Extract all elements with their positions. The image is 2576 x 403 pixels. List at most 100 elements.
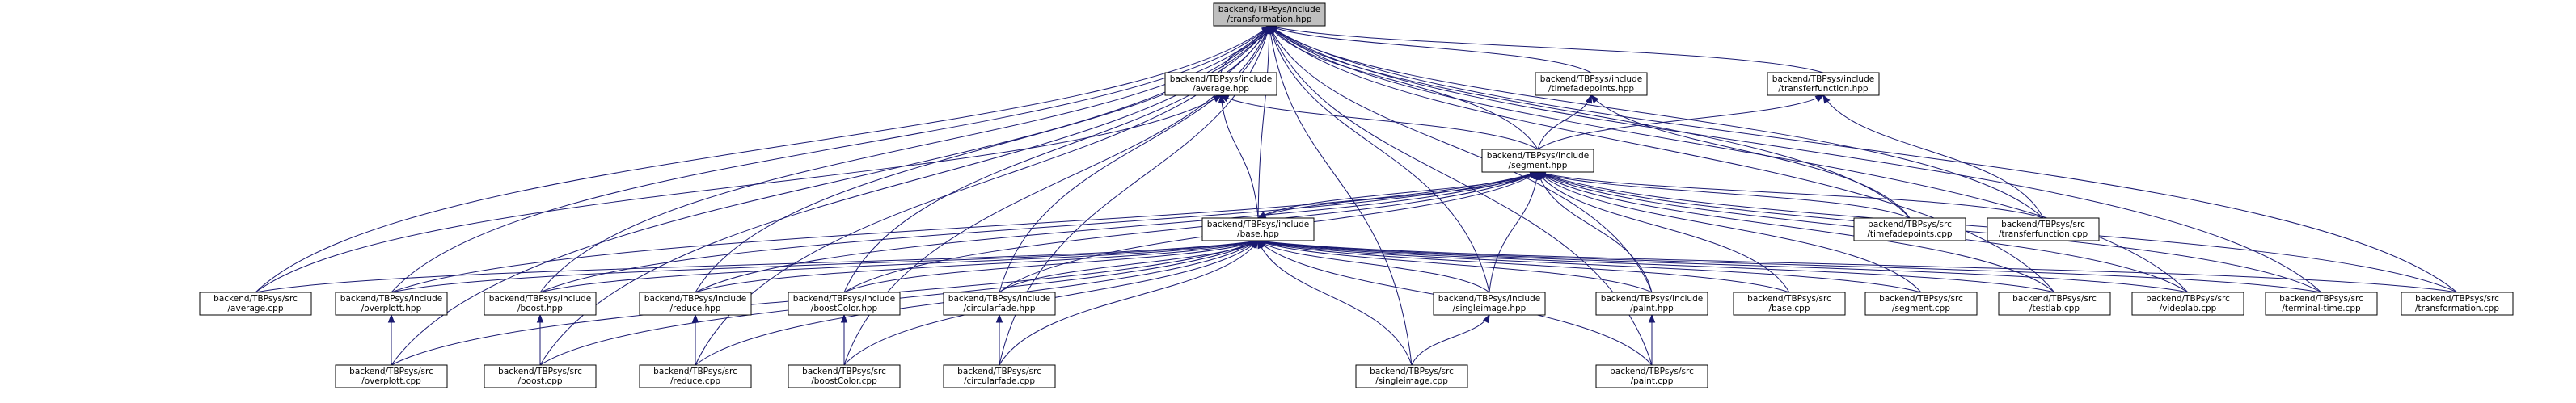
edge-line [1269,25,1653,293]
node-path-label: backend/TBPsys/include [1601,294,1703,304]
edge-line [1822,94,2044,219]
node-path-label: backend/TBPsys/include [1218,5,1320,15]
node-path-label: backend/TBPsys/src [1879,294,1963,304]
edge-line [1257,240,2055,293]
node-file-label: /circularfade.cpp [964,376,1035,386]
edge-reduce_hpp-to-reduce_cpp [691,313,699,365]
node-boostColor-cpp[interactable]: backend/TBPsys/src/boostColor.cpp [788,364,901,388]
node-path-label: backend/TBPsys/src [802,367,886,376]
edge-boostColor_hpp-to-boostColor_cpp [840,313,848,365]
node-file-label: /transformation.hpp [1227,15,1312,24]
node-overplott-hpp[interactable]: backend/TBPsys/include/overplott.hpp [335,292,448,316]
arrowhead [995,313,1003,323]
edge-transformation_hpp-to-boost_hpp [539,24,1270,293]
edge-line [1257,240,1653,293]
edge-line [1489,171,1539,293]
node-transferfunction-cpp[interactable]: backend/TBPsys/src/transferfunction.cpp [1987,217,2100,241]
edge-line [1537,171,1653,293]
node-path-label: backend/TBPsys/src [2012,294,2097,304]
node-paint-cpp[interactable]: backend/TBPsys/src/paint.cpp [1595,364,1708,388]
node-timefadepoints-cpp[interactable]: backend/TBPsys/src/timefadepoints.cpp [1853,217,1966,241]
node-videolab-cpp[interactable]: backend/TBPsys/src/videolab.cpp [2131,292,2244,316]
edge-segment_hpp-to-base_hpp [1257,171,1539,219]
edge-line [1269,25,1911,219]
edge-line [391,240,1259,293]
edge-line [1269,25,2322,293]
edge-line [1537,171,1922,293]
arrowhead [1814,94,1825,103]
node-circularfade-cpp[interactable]: backend/TBPsys/src/circularfade.cpp [943,364,1056,388]
node-file-label: /segment.hpp [1509,161,1568,170]
edge-base_hpp-to-singleimage_hpp [1256,240,1490,293]
edge-line [1257,240,2322,293]
edge-segment_hpp-to-boost_hpp [539,171,1539,293]
node-average-cpp[interactable]: backend/TBPsys/src/average.cpp [199,292,312,316]
edge-line [1590,94,1911,219]
edge-line [1257,171,1539,219]
edge-base_hpp-to-boostColor_hpp [843,240,1260,293]
node-file-label: /paint.cpp [1631,376,1674,386]
node-boost-cpp[interactable]: backend/TBPsys/src/boost.cpp [484,364,597,388]
edge-line [843,171,1539,293]
node-base-hpp[interactable]: backend/TBPsys/include/base.hpp [1201,217,1315,241]
node-singleimage-cpp[interactable]: backend/TBPsys/src/singleimage.cpp [1355,364,1468,388]
node-timefadepoints-hpp[interactable]: backend/TBPsys/include/timefadepoints.hp… [1535,72,1648,96]
edge-boost_hpp-to-boost_cpp [536,313,544,365]
edge-circularfade_hpp-to-circularfade_cpp [995,313,1003,365]
node-box [1595,292,1708,316]
node-base-cpp[interactable]: backend/TBPsys/src/base.cpp [1733,292,1846,316]
node-paint-hpp[interactable]: backend/TBPsys/include/paint.hpp [1595,292,1708,316]
node-file-label: /transferfunction.hpp [1778,84,1869,94]
node-path-label: backend/TBPsys/src [2001,220,2085,229]
node-reduce-cpp[interactable]: backend/TBPsys/src/reduce.cpp [639,364,752,388]
node-box [639,364,752,388]
edge-transformation_hpp-to-transferfunction_cpp [1268,25,2044,219]
edge-line [1269,25,2044,219]
arrowhead [1256,240,1266,249]
edge-base_hpp-to-segment_hpp [1256,171,1539,219]
edge-line [1257,240,1490,293]
node-boostColor-hpp[interactable]: backend/TBPsys/include/boostColor.hpp [788,292,901,316]
edge-average_hpp-to-segment_hpp [1219,94,1539,150]
node-transformation-cpp[interactable]: backend/TBPsys/src/transformation.cpp [2401,292,2514,316]
node-circularfade-hpp[interactable]: backend/TBPsys/include/circularfade.hpp [943,292,1056,316]
edge-segment_hpp-to-paint_hpp [1536,170,1653,293]
node-segment-cpp[interactable]: backend/TBPsys/src/segment.cpp [1864,292,1978,316]
edge-overplott_hpp-to-overplott_cpp [387,313,395,366]
arrowhead [1269,24,1276,35]
edge-base_hpp-to-videolab_cpp [1256,238,2189,293]
edge-segment_hpp-to-timefadepoints_cpp [1536,171,1911,219]
edge-line [695,171,1539,293]
node-path-label: backend/TBPsys/include [644,294,746,304]
node-box [335,292,448,316]
node-file-label: /videolab.cpp [2160,304,2217,313]
edge-line [1257,240,2458,293]
edge-line [1537,94,1824,150]
edge-line [1537,171,1911,219]
edge-layer [255,24,2458,366]
edge-transferfunction_hpp-to-segment_hpp [1537,94,1825,150]
node-boost-hpp[interactable]: backend/TBPsys/include/boost.hpp [484,292,597,316]
node-average-hpp[interactable]: backend/TBPsys/include/average.hpp [1164,72,1277,96]
node-path-label: backend/TBPsys/src [498,367,582,376]
arrowhead [1251,239,1259,250]
edge-line [1220,94,1539,150]
node-segment-hpp[interactable]: backend/TBPsys/include/segment.hpp [1481,149,1594,173]
edge-transformation_hpp-to-segment_hpp [1269,24,1539,150]
node-path-label: backend/TBPsys/include [1772,74,1874,84]
node-path-label: backend/TBPsys/include [1207,220,1309,229]
edge-singleimage_hpp-to-singleimage_cpp [1411,313,1490,366]
node-path-label: backend/TBPsys/include [948,294,1050,304]
node-reduce-hpp[interactable]: backend/TBPsys/include/reduce.hpp [639,292,752,316]
node-overplott-cpp[interactable]: backend/TBPsys/src/overplott.cpp [335,364,448,388]
edge-average_hpp-to-average_cpp [255,94,1223,293]
edge-line [391,171,1539,293]
node-terminal-time-cpp[interactable]: backend/TBPsys/src/terminal-time.cpp [2265,292,2378,316]
node-testlab-cpp[interactable]: backend/TBPsys/src/testlab.cpp [1998,292,2111,316]
node-path-label: backend/TBPsys/src [2146,294,2230,304]
edge-base_hpp-to-circularfade_cpp [999,239,1259,366]
node-singleimage-hpp[interactable]: backend/TBPsys/include/singleimage.hpp [1433,292,1546,316]
edge-line [255,94,1222,293]
node-transferfunction-hpp[interactable]: backend/TBPsys/include/transferfunction.… [1767,72,1880,96]
